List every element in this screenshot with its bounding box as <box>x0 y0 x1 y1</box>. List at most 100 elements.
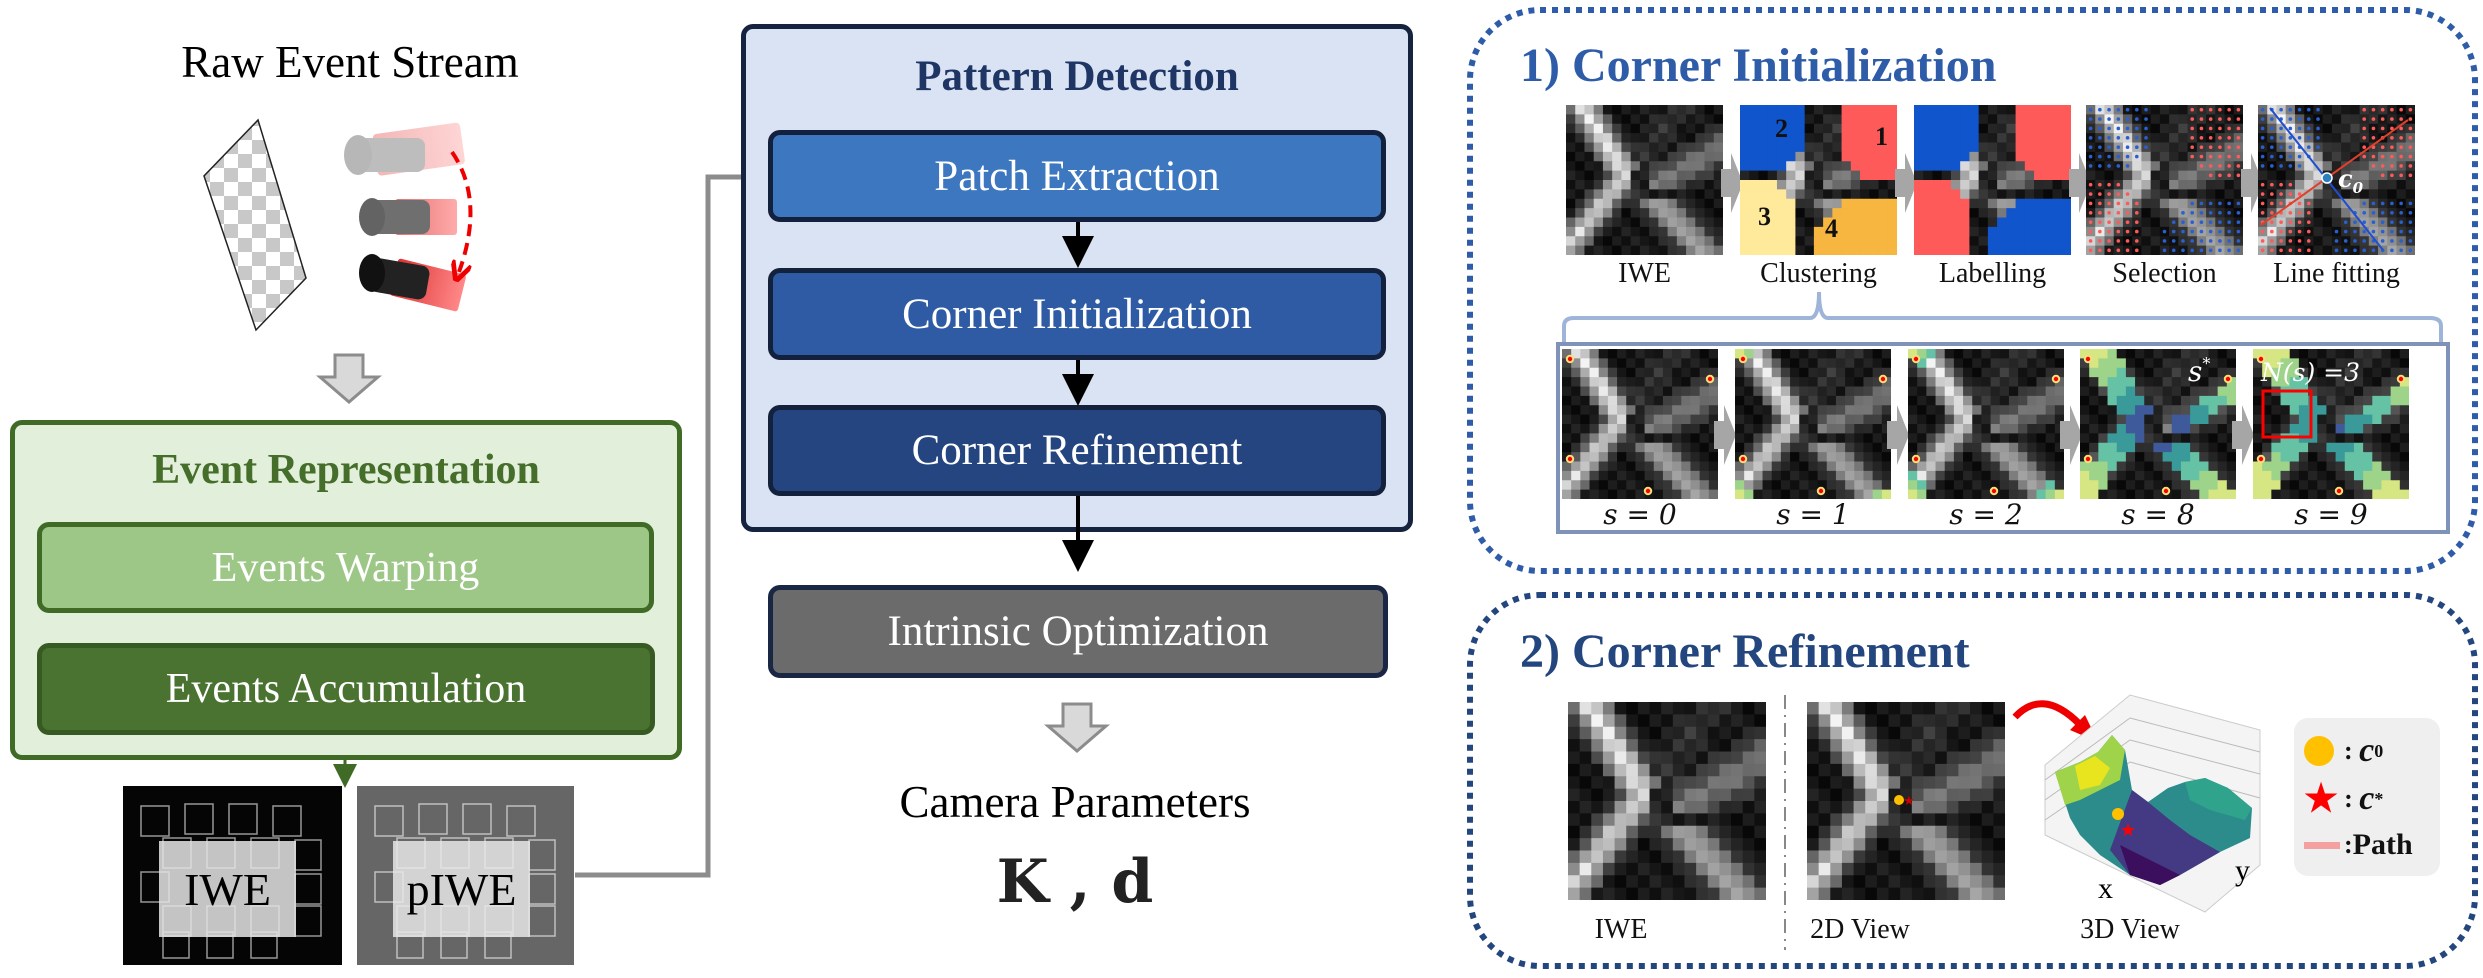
selected-pixel-dot <box>2279 229 2283 234</box>
selected-pixel-dot <box>2306 229 2311 234</box>
iteration-label: s = 2 <box>1949 497 2023 531</box>
selected-pixel-dot <box>2297 229 2302 234</box>
step-arrow-icon <box>2069 153 2091 213</box>
selected-pixel-dot <box>2297 239 2302 243</box>
selected-pixel-dot <box>2279 126 2283 131</box>
selected-pixel-dot <box>2208 117 2213 121</box>
selected-pixel-dot <box>2116 107 2121 112</box>
refinement-view-label-3d: 3D View <box>2080 914 2180 945</box>
selected-pixel-dot <box>2362 154 2367 159</box>
selected-pixel-dot <box>2297 192 2302 196</box>
refinement-iwe-pixels <box>1568 702 1766 900</box>
selected-pixel-dot <box>2408 201 2413 206</box>
step-label: Line fitting <box>2273 258 2400 289</box>
legend-sub-c0: 0 <box>2374 740 2384 761</box>
event-representation-title: Event Representation <box>152 447 540 493</box>
selected-pixel-dot <box>2297 248 2302 253</box>
selected-pixel-dot <box>2362 136 2367 140</box>
event-camera-icon <box>344 122 466 312</box>
seed-point <box>1989 486 1999 496</box>
selected-pixel-dot <box>2279 182 2283 187</box>
selected-pixel-dot <box>2134 154 2139 159</box>
selected-pixel-dot <box>2218 201 2222 206</box>
selected-pixel-dot <box>2088 107 2093 112</box>
selected-pixel-dot <box>2218 145 2222 149</box>
selected-pixel-dot <box>2098 239 2102 243</box>
selected-pixel-dot <box>2343 229 2348 234</box>
selected-pixel-dot <box>2134 201 2139 206</box>
iteration-tile-s9: N(s) =3 <box>2253 349 2409 499</box>
selected-pixel-dot <box>2306 248 2311 253</box>
selected-pixel-dot <box>2316 126 2320 131</box>
selected-pixel-dot <box>2199 211 2204 215</box>
selected-pixel-dot <box>2279 220 2283 224</box>
seed-point <box>2396 374 2406 384</box>
corner-refinement-panel <box>1467 592 2478 969</box>
fitted-line-red <box>2260 119 2409 226</box>
selected-pixel-dot <box>2218 164 2222 168</box>
selected-pixel-dot <box>2125 192 2130 196</box>
selected-pixel-dot <box>2208 126 2213 131</box>
selected-pixel-dot <box>2236 107 2241 112</box>
selected-pixel-dot <box>2125 211 2130 215</box>
selected-pixel-dot <box>2362 229 2367 234</box>
selected-pixel-dot <box>2116 136 2121 140</box>
selected-pixel-dot <box>2380 239 2385 243</box>
selected-pixel-dot <box>2306 145 2311 149</box>
selected-pixel-dot <box>2144 136 2148 140</box>
raw-event-stream-title: Raw Event Stream <box>181 37 519 87</box>
selected-pixel-dot <box>2380 145 2385 149</box>
seed-point <box>1565 454 1575 464</box>
selected-pixel-dot <box>2306 126 2311 131</box>
selected-pixel-dot <box>2399 211 2403 215</box>
selected-pixel-dot <box>2098 220 2102 224</box>
selected-pixel-dot <box>2380 126 2385 131</box>
selected-pixel-dot <box>2260 239 2265 243</box>
selected-pixel-dot <box>2199 220 2204 224</box>
selected-pixel-dot <box>2098 154 2102 159</box>
legend-colon: : <box>2344 736 2360 765</box>
selected-pixel-dot <box>2260 182 2265 187</box>
selected-pixel-dot <box>2125 164 2130 168</box>
selected-pixel-dot <box>2107 154 2111 159</box>
selected-pixel-dot <box>2288 211 2293 215</box>
selected-pixel-dot <box>2088 201 2093 206</box>
selected-pixel-dot <box>2362 145 2367 149</box>
selected-pixel-dot <box>2288 107 2293 112</box>
selected-pixel-dot <box>2390 229 2394 234</box>
selected-pixel-dot <box>2208 145 2213 149</box>
step-label: IWE <box>1618 258 1671 289</box>
seed-point <box>1911 354 1921 364</box>
star-marker-icon: ★ <box>2304 778 2339 820</box>
selected-pixel-dot <box>2116 220 2121 224</box>
selected-pixel-dot <box>2227 145 2231 149</box>
step-arrow-icon <box>1895 153 1917 213</box>
selected-pixel-dot <box>2260 117 2265 121</box>
selected-pixel-dot <box>2260 145 2265 149</box>
selected-pixel-dot <box>2408 220 2413 224</box>
selected-pixel-dot <box>2107 182 2111 187</box>
seed-point <box>1738 354 1748 364</box>
selected-pixel-dot <box>2199 117 2204 121</box>
selected-pixel-dot <box>2125 126 2130 131</box>
iteration-label: s = 1 <box>1776 497 1850 531</box>
selected-pixel-dot <box>2134 136 2139 140</box>
to-3d-arrow-icon <box>2012 700 2088 733</box>
cluster-id-4: 4 <box>1825 214 1838 243</box>
selected-pixel-dot <box>2390 107 2394 112</box>
selected-pixel-dot <box>2190 201 2195 206</box>
selected-pixel-dot <box>2236 248 2241 253</box>
selected-pixel-dot <box>2408 239 2413 243</box>
axis-y-label: y <box>2235 854 2250 887</box>
selected-pixel-dot <box>2408 211 2413 215</box>
legend-sup-cstar: * <box>2374 788 2384 809</box>
intrinsic-optimization-stage: Intrinsic Optimization <box>768 585 1388 678</box>
seed-point <box>2083 454 2093 464</box>
selected-pixel-dot <box>2408 117 2413 121</box>
selected-pixel-dot <box>2125 117 2130 121</box>
selected-pixel-dot <box>2098 211 2102 215</box>
selected-pixel-dot <box>2218 239 2222 243</box>
selected-pixel-dot <box>2107 136 2111 140</box>
selected-pixel-dot <box>2171 239 2176 243</box>
